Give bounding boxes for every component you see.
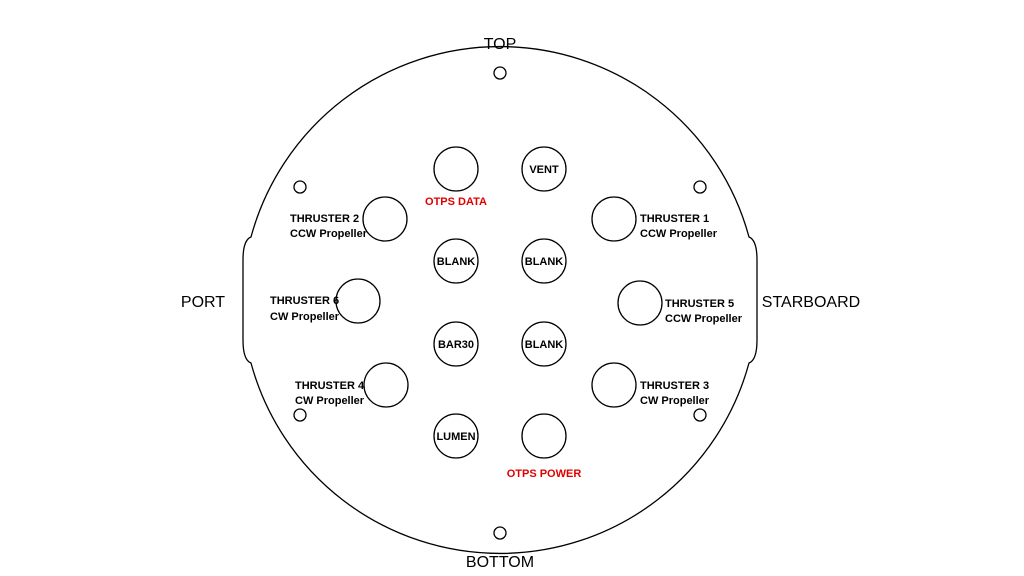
label-bottom: BOTTOM xyxy=(466,554,534,571)
mount-hole-upper-right xyxy=(693,180,707,194)
thruster-name: THRUSTER 5 xyxy=(665,298,734,310)
mount-hole-bottom xyxy=(493,526,507,540)
thruster-prop: CCW Propeller xyxy=(290,228,368,240)
thruster-name: THRUSTER 1 xyxy=(640,213,709,225)
thruster-prop: CW Propeller xyxy=(640,395,710,407)
thruster-3: THRUSTER 3 CW Propeller xyxy=(591,362,710,408)
label-starboard: STARBOARD xyxy=(762,294,860,311)
penetrator-circle xyxy=(433,146,479,192)
thruster-name: THRUSTER 2 xyxy=(290,213,359,225)
thruster-circle xyxy=(617,280,663,326)
port-vent: VENT xyxy=(521,146,567,192)
thruster-2: THRUSTER 2 CCW Propeller xyxy=(290,196,408,242)
thruster-name: THRUSTER 3 xyxy=(640,380,709,392)
thruster-prop: CW Propeller xyxy=(270,311,340,323)
mount-hole-top xyxy=(493,66,507,80)
port-label: OTPS DATA xyxy=(425,196,487,208)
thruster-circle xyxy=(362,196,408,242)
port-lumen: LUMEN xyxy=(433,413,479,459)
port-label: BLANK xyxy=(437,256,476,268)
thruster-prop: CCW Propeller xyxy=(640,228,718,240)
port-blank-3: BLANK xyxy=(521,321,567,367)
mount-hole-upper-left xyxy=(293,180,307,194)
thruster-5: THRUSTER 5 CCW Propeller xyxy=(617,280,743,326)
penetrator-circle xyxy=(433,238,479,284)
penetrator-circle xyxy=(521,413,567,459)
penetrator-circle xyxy=(521,321,567,367)
thruster-4: THRUSTER 4 CW Propeller xyxy=(295,362,409,408)
thruster-name: THRUSTER 4 xyxy=(295,380,365,392)
endcap-outline xyxy=(242,45,758,555)
thruster-circle xyxy=(591,196,637,242)
port-otps-power: OTPS POWER xyxy=(507,413,582,480)
port-bar30: BAR30 xyxy=(433,321,479,367)
thruster-name: THRUSTER 6 xyxy=(270,295,339,307)
port-blank-2: BLANK xyxy=(521,238,567,284)
thruster-1: THRUSTER 1 CCW Propeller xyxy=(591,196,718,242)
port-label: BLANK xyxy=(525,256,564,268)
port-label: LUMEN xyxy=(436,431,475,443)
penetrator-circle xyxy=(433,321,479,367)
thruster-6: THRUSTER 6 CW Propeller xyxy=(270,278,381,324)
penetrator-circle xyxy=(433,413,479,459)
port-otps-data: OTPS DATA xyxy=(425,146,487,208)
penetrator-circle xyxy=(521,238,567,284)
thruster-prop: CCW Propeller xyxy=(665,313,743,325)
mount-hole-lower-right xyxy=(693,408,707,422)
label-port: PORT xyxy=(181,294,225,311)
label-top: TOP xyxy=(484,36,517,53)
port-label: BAR30 xyxy=(438,339,474,351)
penetrator-circle xyxy=(521,146,567,192)
port-label: OTPS POWER xyxy=(507,468,582,480)
thruster-circle xyxy=(591,362,637,408)
thruster-prop: CW Propeller xyxy=(295,395,365,407)
thruster-circle xyxy=(363,362,409,408)
mount-hole-lower-left xyxy=(293,408,307,422)
port-blank-1: BLANK xyxy=(433,238,479,284)
port-label: BLANK xyxy=(525,339,564,351)
thruster-circle xyxy=(335,278,381,324)
port-label: VENT xyxy=(529,164,559,176)
